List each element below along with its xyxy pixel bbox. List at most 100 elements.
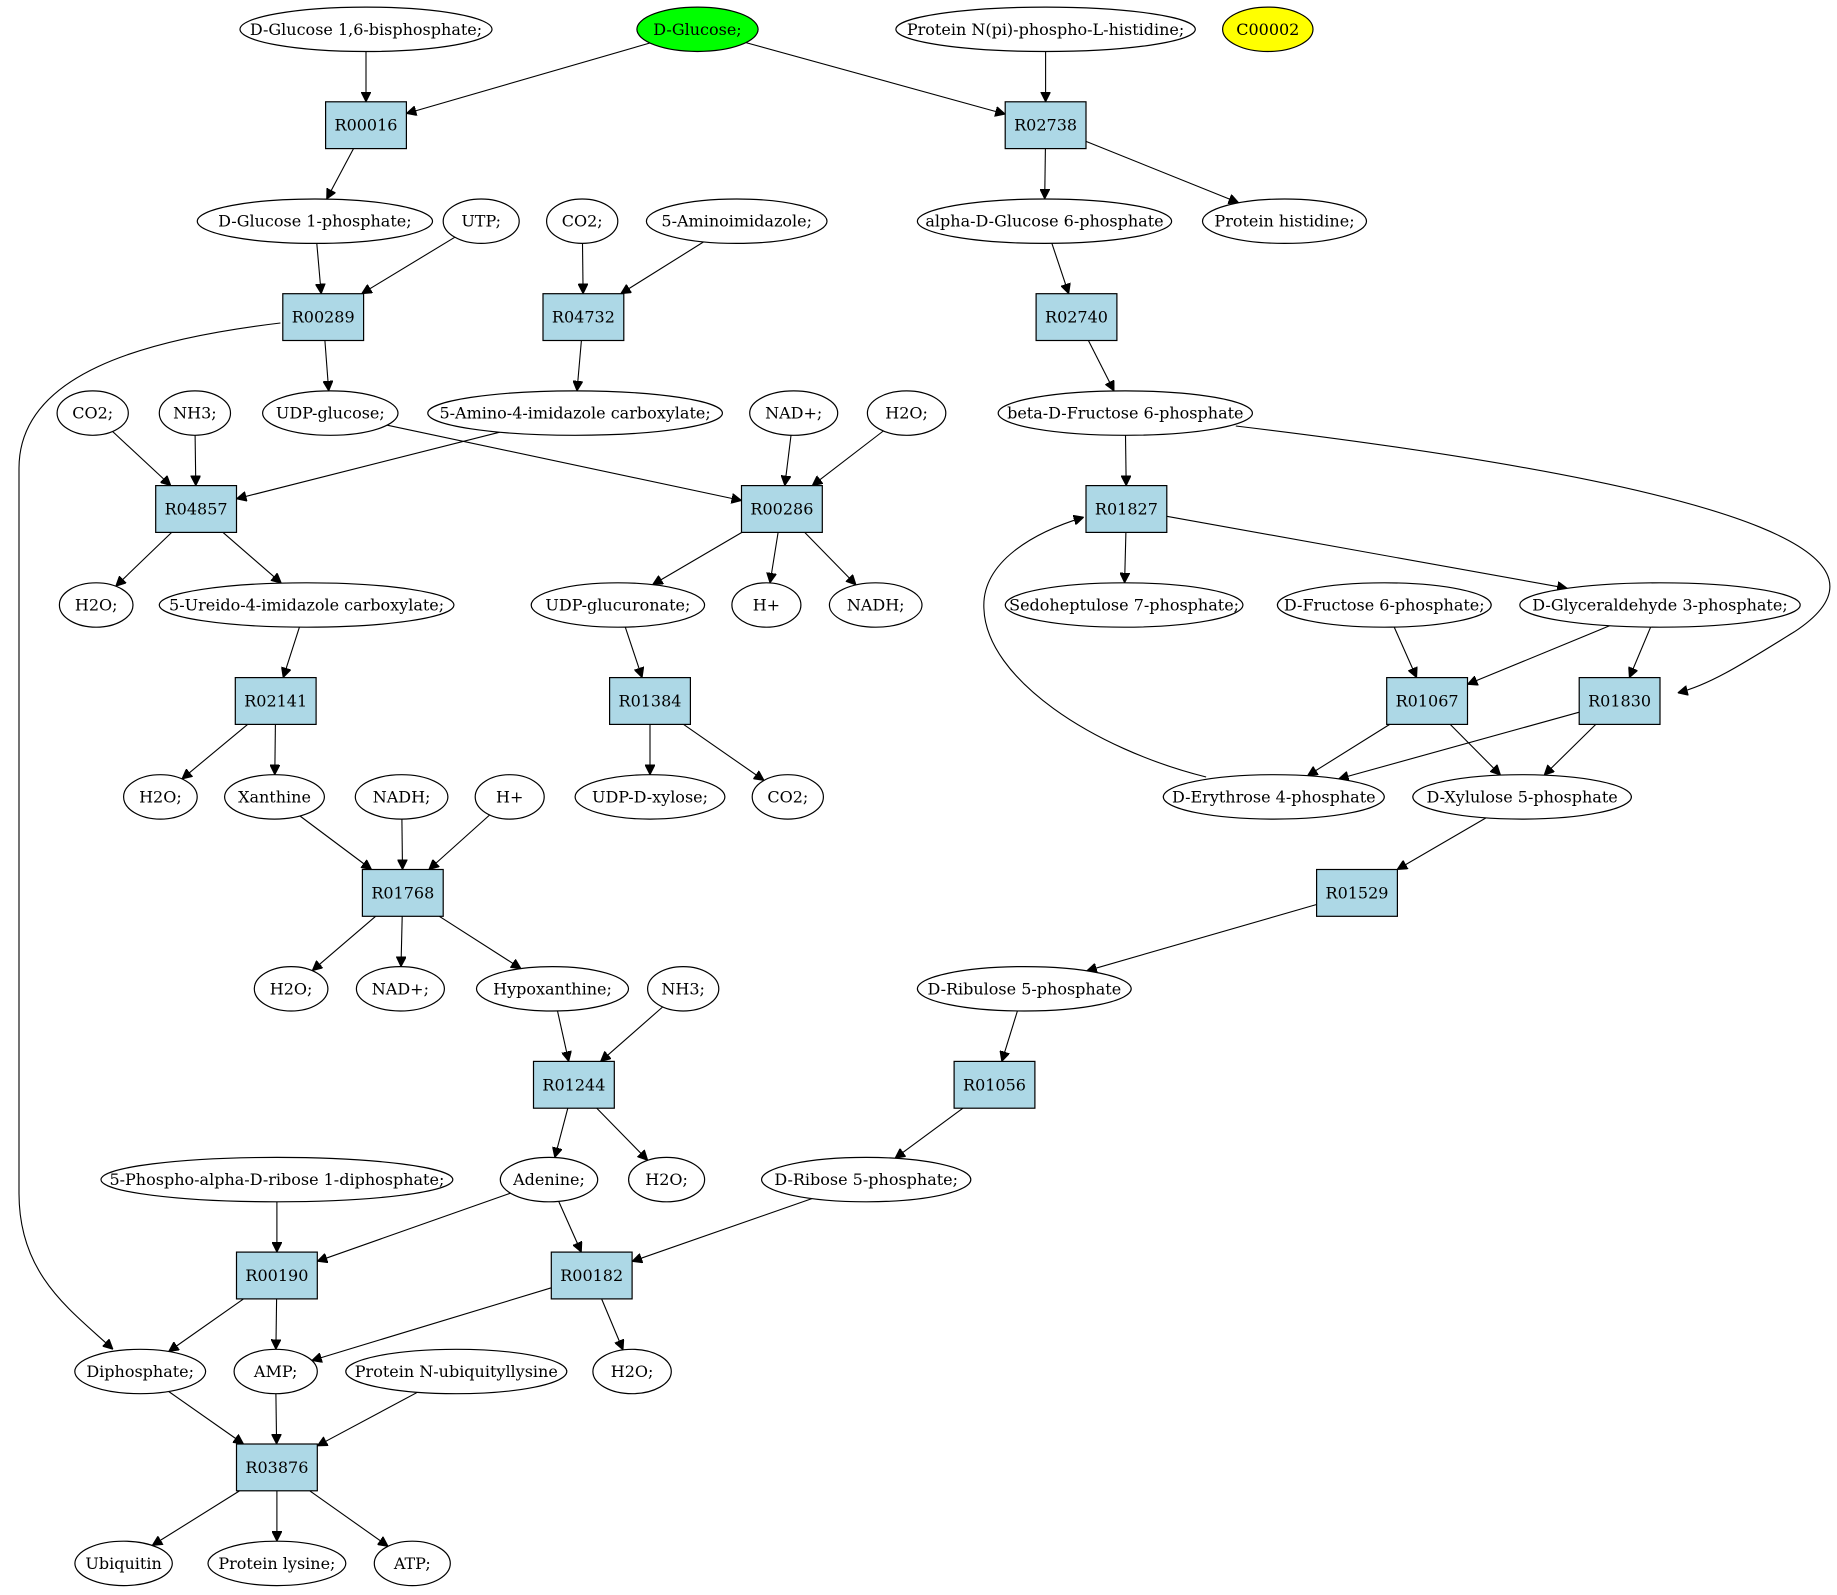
compound-ellipse bbox=[636, 6, 759, 53]
edge-r_R00182-to-c_h2o_f bbox=[601, 1298, 623, 1350]
reaction-box bbox=[361, 868, 444, 917]
compound-ellipse bbox=[442, 198, 520, 245]
edge-c_ag6p-to-r_R02740 bbox=[1051, 243, 1069, 293]
edge-r_R01827-to-c_g3p bbox=[1166, 515, 1567, 588]
compound-node-udpglcur: UDP-glucuronate; bbox=[530, 582, 706, 628]
edge-c_glucose-to-r_R02738 bbox=[745, 42, 1005, 115]
compound-ellipse bbox=[1004, 582, 1244, 628]
compound-node-ag6p: alpha-D-Glucose 6-phosphate bbox=[916, 198, 1173, 245]
reaction-label: R01056 bbox=[963, 1075, 1026, 1094]
reaction-label: R02738 bbox=[1014, 116, 1077, 135]
compound-ellipse bbox=[895, 6, 1196, 53]
edge-c_hplus_b-to-r_R01768 bbox=[429, 814, 490, 870]
compound-label: UTP; bbox=[461, 212, 501, 231]
compound-label: NAD+; bbox=[372, 979, 429, 998]
edge-c_bf6p-to-r_R01827 bbox=[1126, 435, 1127, 485]
edge-c_nadp_a-to-r_R00286 bbox=[785, 435, 792, 485]
edge-c_adenine-to-r_R00182 bbox=[558, 1201, 582, 1252]
compound-node-nh3_b: NH3; bbox=[647, 965, 720, 1012]
edge-r_R01768-to-c_nadp_b bbox=[401, 916, 402, 966]
compound-node-co2_c: CO2; bbox=[751, 774, 825, 820]
compound-ellipse bbox=[158, 582, 455, 628]
edge-c_udpglc-to-r_R00286 bbox=[387, 424, 741, 500]
compound-ellipse bbox=[731, 582, 802, 628]
compound-label: 5-Phospho-alpha-D-ribose 1-diphosphate; bbox=[109, 1170, 444, 1189]
compound-label: D-Ribulose 5-phosphate bbox=[927, 979, 1121, 998]
compound-ellipse bbox=[427, 390, 723, 436]
reaction-box bbox=[542, 293, 625, 342]
compound-node-nadh_b: NADH; bbox=[354, 774, 449, 820]
compound-ellipse bbox=[828, 582, 923, 628]
edge-r_R01830-to-c_e4p bbox=[1339, 711, 1580, 779]
edge-c_5u4icarb-to-r_R02141 bbox=[283, 627, 300, 677]
compound-ellipse bbox=[233, 1348, 318, 1395]
compound-ellipse bbox=[530, 582, 706, 628]
compound-ellipse bbox=[158, 390, 232, 436]
reaction-node-R00190: R00190 bbox=[235, 1251, 318, 1300]
edge-r_R00190-to-c_diphos bbox=[169, 1298, 244, 1352]
compound-ellipse bbox=[546, 198, 619, 245]
compound-ellipse bbox=[224, 774, 326, 820]
compound-label: Protein N-ubiquityllysine bbox=[355, 1362, 558, 1381]
edge-c_udpglcur-to-r_R01384 bbox=[624, 627, 642, 677]
edge-r_R00286-to-c_nadh_a bbox=[804, 532, 856, 585]
reaction-box bbox=[282, 293, 365, 342]
compound-label: Diphosphate; bbox=[86, 1362, 194, 1381]
compound-label: CO2; bbox=[72, 404, 113, 423]
compound-label: D-Ribose 5-phosphate; bbox=[774, 1170, 958, 1189]
reaction-box bbox=[1315, 868, 1398, 917]
compound-node-g16bp: D-Glucose 1,6-bisphosphate; bbox=[239, 6, 493, 53]
reaction-box bbox=[1578, 676, 1661, 725]
compound-node-hplus_b: H+ bbox=[474, 774, 545, 820]
compound-node-diphos: Diphosphate; bbox=[74, 1348, 207, 1395]
edge-r_R01830-to-c_x5p bbox=[1544, 724, 1597, 775]
compound-label: NADH; bbox=[373, 787, 431, 806]
reaction-node-R01529: R01529 bbox=[1315, 868, 1398, 917]
compound-label: H2O; bbox=[139, 787, 182, 806]
compound-label: D-Glucose 1,6-bisphosphate; bbox=[250, 20, 482, 39]
compound-ellipse bbox=[1412, 774, 1632, 820]
compound-label: alpha-D-Glucose 6-phosphate bbox=[925, 212, 1163, 231]
compound-label: Sedoheptulose 7-phosphate; bbox=[1009, 596, 1239, 615]
edge-r_R01056-to-c_r5p bbox=[895, 1107, 964, 1158]
compound-ellipse bbox=[122, 774, 198, 820]
compound-ellipse bbox=[647, 965, 720, 1012]
compound-node-protlys: Protein lysine; bbox=[207, 1540, 347, 1587]
reaction-box bbox=[1004, 101, 1087, 150]
reaction-box bbox=[234, 676, 317, 725]
compound-label: UDP-D-xylose; bbox=[592, 787, 708, 806]
compound-ellipse bbox=[574, 774, 726, 820]
compound-label: NADH; bbox=[847, 596, 905, 615]
compound-node-prothis: Protein histidine; bbox=[1201, 198, 1368, 245]
edge-r_R02141-to-c_xanthine bbox=[275, 724, 276, 774]
reaction-box bbox=[953, 1060, 1036, 1109]
compound-ellipse bbox=[1201, 198, 1368, 245]
compound-label: AMP; bbox=[253, 1362, 298, 1381]
edge-r_R03876-to-c_atp bbox=[309, 1490, 388, 1546]
compound-ellipse bbox=[475, 965, 630, 1012]
reaction-label: R01529 bbox=[1326, 883, 1389, 902]
reaction-box bbox=[1085, 485, 1168, 534]
edge-c_g1p-to-r_R00289 bbox=[317, 243, 321, 293]
compound-node-h2o_e: H2O; bbox=[627, 1156, 706, 1203]
compound-ellipse bbox=[74, 1348, 207, 1395]
reaction-box bbox=[740, 485, 823, 534]
edge-r_R00016-to-c_g1p bbox=[327, 148, 354, 199]
compound-node-x5p: D-Xylulose 5-phosphate bbox=[1412, 774, 1632, 820]
compound-node-nh3_a: NH3; bbox=[158, 390, 232, 436]
reaction-node-R01768: R01768 bbox=[361, 868, 444, 917]
compound-ellipse bbox=[645, 198, 828, 245]
compound-node-e4p: D-Erythrose 4-phosphate bbox=[1162, 774, 1385, 820]
compound-ellipse bbox=[100, 1156, 454, 1203]
reaction-node-R02738: R02738 bbox=[1004, 101, 1087, 150]
compound-node-g3p: D-Glyceraldehyde 3-phosphate; bbox=[1519, 582, 1801, 628]
compound-node-xanthine: Xanthine bbox=[224, 774, 326, 820]
edge-r_R02738-to-c_prothis bbox=[1085, 140, 1239, 202]
compound-ellipse bbox=[373, 1540, 451, 1587]
compound-label: D-Erythrose 4-phosphate bbox=[1172, 787, 1376, 806]
compound-label: Ubiquitin bbox=[85, 1554, 161, 1573]
reaction-node-R04732: R04732 bbox=[542, 293, 625, 342]
compound-node-5aminoimid: 5-Aminoimidazole; bbox=[645, 198, 828, 245]
edge-c_g3p-to-r_R01067 bbox=[1468, 625, 1610, 685]
compound-ellipse bbox=[354, 774, 449, 820]
